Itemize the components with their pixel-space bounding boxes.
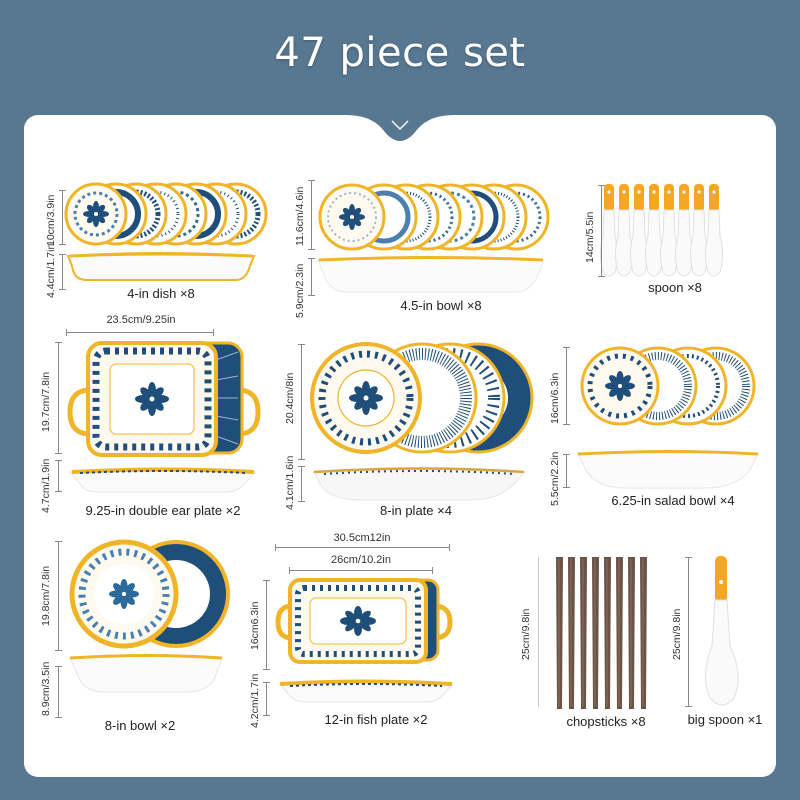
- fish-plate-depth-label: 16cm6.3in: [249, 601, 261, 650]
- large-bowl-set-image: [66, 539, 230, 693]
- dimension-line: [59, 254, 68, 290]
- dimension-line: [59, 190, 68, 245]
- dimension-line: [55, 460, 64, 492]
- big-spoon-length-label: 25cm/9.8in: [671, 608, 683, 660]
- small-bowl-set-image: [316, 180, 550, 300]
- double-ear-plate-image: [66, 340, 261, 500]
- ear-plate-height-label: 4.7cm/1.9in: [40, 458, 52, 513]
- dimension-line: [55, 342, 64, 454]
- dimension-line: [598, 185, 607, 277]
- ear-plate-width-label: 23.5cm/9.25in: [106, 314, 176, 326]
- plate-set-image: [310, 340, 534, 501]
- dimension-line: [55, 541, 64, 651]
- chevron-down-icon: [346, 115, 454, 141]
- chopsticks-caption: chopsticks ×8: [566, 714, 646, 729]
- ear-plate-depth-label: 19.7cm/7.8in: [40, 371, 52, 432]
- plate-caption: 8-in plate ×4: [380, 503, 452, 518]
- fish-plate-inner-width-label: 26cm/10.2in: [331, 554, 391, 566]
- small-bowl-height-label: 5.9cm/2.3in: [294, 263, 306, 318]
- dimension-line: [263, 580, 272, 670]
- dimension-line: [66, 329, 214, 338]
- large-bowl-caption: 8-in bowl ×2: [104, 718, 176, 733]
- ear-plate-caption: 9.25-in double ear plate ×2: [85, 503, 241, 518]
- dish-caption: 4-in dish ×8: [127, 286, 195, 301]
- dimension-line: [298, 466, 307, 502]
- fish-plate-outer-width-label: 30.5cm12in: [333, 532, 391, 544]
- salad-bowl-set-image: [576, 346, 760, 496]
- dish-height-label: 4.4cm/1.7in: [45, 243, 57, 298]
- plate-diameter-label: 20.4cm/8in: [284, 372, 296, 424]
- plate-height-label: 4.1cm/1.6in: [284, 455, 296, 510]
- dimension-line: [263, 682, 272, 716]
- salad-bowl-diameter-label: 16cm/6.3in: [549, 372, 561, 424]
- fish-plate-caption: 12-in fish plate ×2: [324, 712, 428, 727]
- large-bowl-height-label: 8.9cm/3.5in: [40, 661, 52, 716]
- dimension-line: [298, 344, 307, 460]
- small-bowl-caption: 4.5-in bowl ×8: [400, 298, 482, 313]
- chopsticks-length-label: 25cm/9.8in: [520, 608, 532, 660]
- dimension-line: [55, 666, 64, 718]
- dish-diameter-label: 10cm/3.9in: [45, 194, 57, 246]
- large-bowl-diameter-label: 19.8cm/7.8in: [40, 565, 52, 626]
- spoon-caption: spoon ×8: [648, 280, 702, 295]
- dimension-line: [289, 567, 433, 576]
- salad-bowl-height-label: 5.5cm/2.2in: [549, 451, 561, 506]
- dimension-line: [538, 557, 539, 707]
- small-bowl-diameter-label: 11.6cm/4.6in: [294, 186, 306, 246]
- dish-set-image: [64, 180, 268, 300]
- dimension-line: [685, 557, 694, 707]
- big-spoon-image: [700, 556, 750, 708]
- salad-bowl-caption: 6.25-in salad bowl ×4: [611, 493, 735, 508]
- dimension-line: [563, 347, 572, 425]
- spoon-set-image: [600, 183, 750, 284]
- dimension-line: [563, 454, 572, 488]
- dimension-line: [275, 544, 450, 553]
- big-spoon-caption: big spoon ×1: [687, 712, 763, 727]
- chopsticks-image: [554, 557, 654, 709]
- fish-plate-height-label: 4.2cm/1.7in: [249, 673, 261, 728]
- spoon-length-label: 14cm/5.5in: [584, 211, 596, 263]
- page-title: 47 piece set: [274, 30, 526, 76]
- dimension-line: [308, 180, 317, 250]
- dimension-line: [308, 258, 317, 296]
- fish-plate-image: [275, 578, 456, 703]
